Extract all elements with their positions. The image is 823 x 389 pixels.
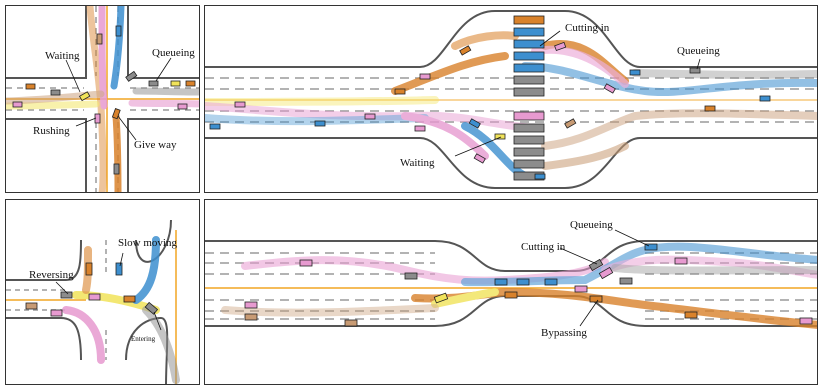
vehicle	[315, 121, 325, 126]
vehicle	[26, 84, 35, 89]
vehicle	[13, 102, 22, 107]
vehicle	[514, 64, 544, 72]
vehicle	[186, 81, 195, 86]
vehicle	[517, 279, 529, 285]
vehicle	[415, 126, 425, 131]
vehicle	[575, 286, 587, 292]
vehicle	[495, 279, 507, 285]
vehicle	[171, 81, 180, 86]
lane-narrowing-diagram: Queueing Cutting in Bypassing	[205, 200, 818, 385]
vehicle	[365, 114, 375, 119]
vehicle	[630, 70, 640, 75]
bottleneck-diagram: Cutting in Queueing Waiting	[205, 6, 818, 193]
vehicle	[514, 40, 544, 48]
vehicle	[26, 303, 37, 309]
label-cutting-in: Cutting in	[565, 22, 610, 34]
vehicle	[86, 263, 92, 275]
vehicle	[245, 314, 257, 320]
vehicle	[514, 16, 544, 24]
intersection-panel: Waiting Queueing Rushing Give way	[5, 5, 200, 193]
vehicle	[300, 260, 312, 266]
vehicle	[685, 312, 697, 318]
vehicle	[800, 318, 812, 324]
label-waiting: Waiting	[400, 157, 435, 169]
vehicle	[514, 28, 544, 36]
vehicle	[514, 112, 544, 120]
vehicle	[514, 124, 544, 132]
label-slow-moving: Slow moving	[118, 237, 177, 249]
vehicle	[89, 294, 100, 300]
vehicle	[675, 258, 687, 264]
label-waiting: Waiting	[45, 50, 80, 62]
bottleneck-panel: Cutting in Queueing Waiting	[204, 5, 818, 193]
vehicle	[590, 296, 602, 302]
vehicle	[514, 88, 544, 96]
trajectories	[205, 35, 818, 176]
merge-panel: Slow moving Reversing Entering	[5, 199, 200, 385]
vehicle	[210, 124, 220, 129]
trajectories	[225, 247, 818, 325]
vehicle	[116, 263, 122, 275]
vehicle	[235, 102, 245, 107]
label-entering: Entering	[131, 335, 156, 343]
vehicle	[690, 68, 700, 73]
vehicle	[114, 164, 119, 174]
vehicle	[178, 104, 187, 109]
label-cutting-in: Cutting in	[521, 241, 566, 253]
vehicle	[545, 279, 557, 285]
vehicle	[514, 52, 544, 60]
vehicle	[51, 90, 60, 95]
vehicle	[514, 148, 544, 156]
intersection-diagram: Waiting Queueing Rushing Give way	[6, 6, 200, 193]
label-give-way: Give way	[134, 139, 177, 151]
vehicle	[705, 106, 715, 111]
vehicle	[760, 96, 770, 101]
vehicle	[97, 34, 102, 44]
vehicle	[514, 160, 544, 168]
lane-narrowing-panel: Queueing Cutting in Bypassing	[204, 199, 818, 385]
merge-diagram: Slow moving Reversing Entering	[6, 200, 200, 385]
vehicle	[345, 320, 357, 326]
label-bypassing: Bypassing	[541, 327, 587, 339]
label-queueing: Queueing	[570, 219, 613, 231]
vehicle	[620, 278, 632, 284]
label-queueing: Queueing	[677, 45, 720, 57]
vehicle	[116, 26, 121, 36]
vehicle	[565, 119, 576, 128]
vehicle	[514, 76, 544, 84]
label-rushing: Rushing	[33, 125, 70, 137]
label-queueing: Queueing	[152, 47, 195, 59]
vehicle	[505, 292, 517, 298]
vehicle	[535, 174, 545, 179]
vehicle	[514, 136, 544, 144]
vehicle	[51, 310, 62, 316]
vehicle	[149, 81, 158, 86]
vehicle	[124, 296, 135, 302]
vehicle	[495, 134, 505, 139]
vehicle	[420, 74, 430, 79]
vehicle	[245, 302, 257, 308]
label-reversing: Reversing	[29, 269, 74, 281]
vehicle	[395, 89, 405, 94]
vehicle	[405, 273, 417, 279]
